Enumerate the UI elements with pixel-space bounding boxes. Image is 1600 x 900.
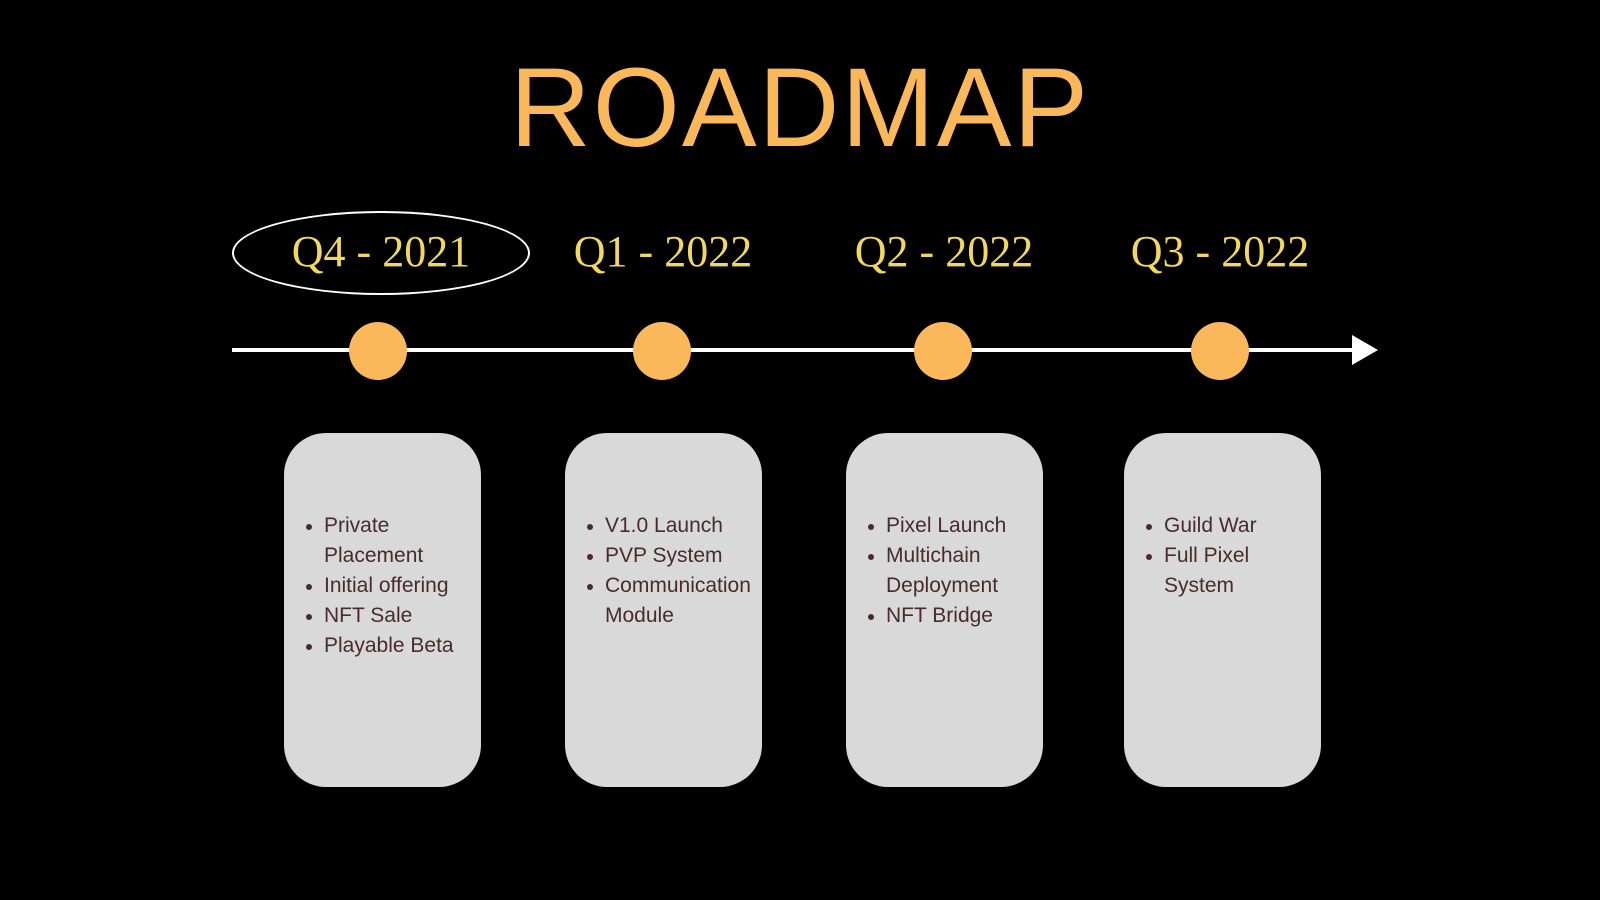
milestone-card-1: Private Placement Initial offering NFT S… [284,433,481,787]
list-item: Initial offering [302,571,475,601]
timeline-axis-line [232,348,1374,352]
list-item: Pixel Launch [864,511,1037,541]
list-item: NFT Sale [302,601,475,631]
list-item: PVP System [583,541,756,571]
page-title: ROADMAP [509,45,1091,170]
quarter-label-2[interactable]: Q1 - 2022 [573,227,753,276]
timeline-arrow-icon [1352,335,1378,365]
milestone-card-3: Pixel Launch Multichain Deployment NFT B… [846,433,1043,787]
timeline-node-4[interactable] [1191,322,1249,380]
list-item: Communication Module [583,571,756,631]
list-item: NFT Bridge [864,601,1037,631]
quarter-label-1[interactable]: Q4 - 2021 [291,227,471,276]
quarter-label-3[interactable]: Q2 - 2022 [854,227,1034,276]
active-quarter-highlight-ellipse [232,211,530,295]
timeline-node-2[interactable] [633,322,691,380]
milestone-item-list-3: Pixel Launch Multichain Deployment NFT B… [846,511,1043,631]
milestone-item-list-2: V1.0 Launch PVP System Communication Mod… [565,511,762,631]
timeline-node-1[interactable] [349,322,407,380]
quarter-label-4[interactable]: Q3 - 2022 [1130,227,1310,276]
milestone-item-list-4: Guild War Full Pixel System [1124,511,1321,601]
milestone-card-4: Guild War Full Pixel System [1124,433,1321,787]
list-item: Guild War [1142,511,1315,541]
list-item: Private Placement [302,511,475,571]
milestone-item-list-1: Private Placement Initial offering NFT S… [284,511,481,661]
list-item: Playable Beta [302,631,475,661]
list-item: V1.0 Launch [583,511,756,541]
list-item: Full Pixel System [1142,541,1315,601]
list-item: Multichain Deployment [864,541,1037,601]
timeline-node-3[interactable] [914,322,972,380]
milestone-card-2: V1.0 Launch PVP System Communication Mod… [565,433,762,787]
